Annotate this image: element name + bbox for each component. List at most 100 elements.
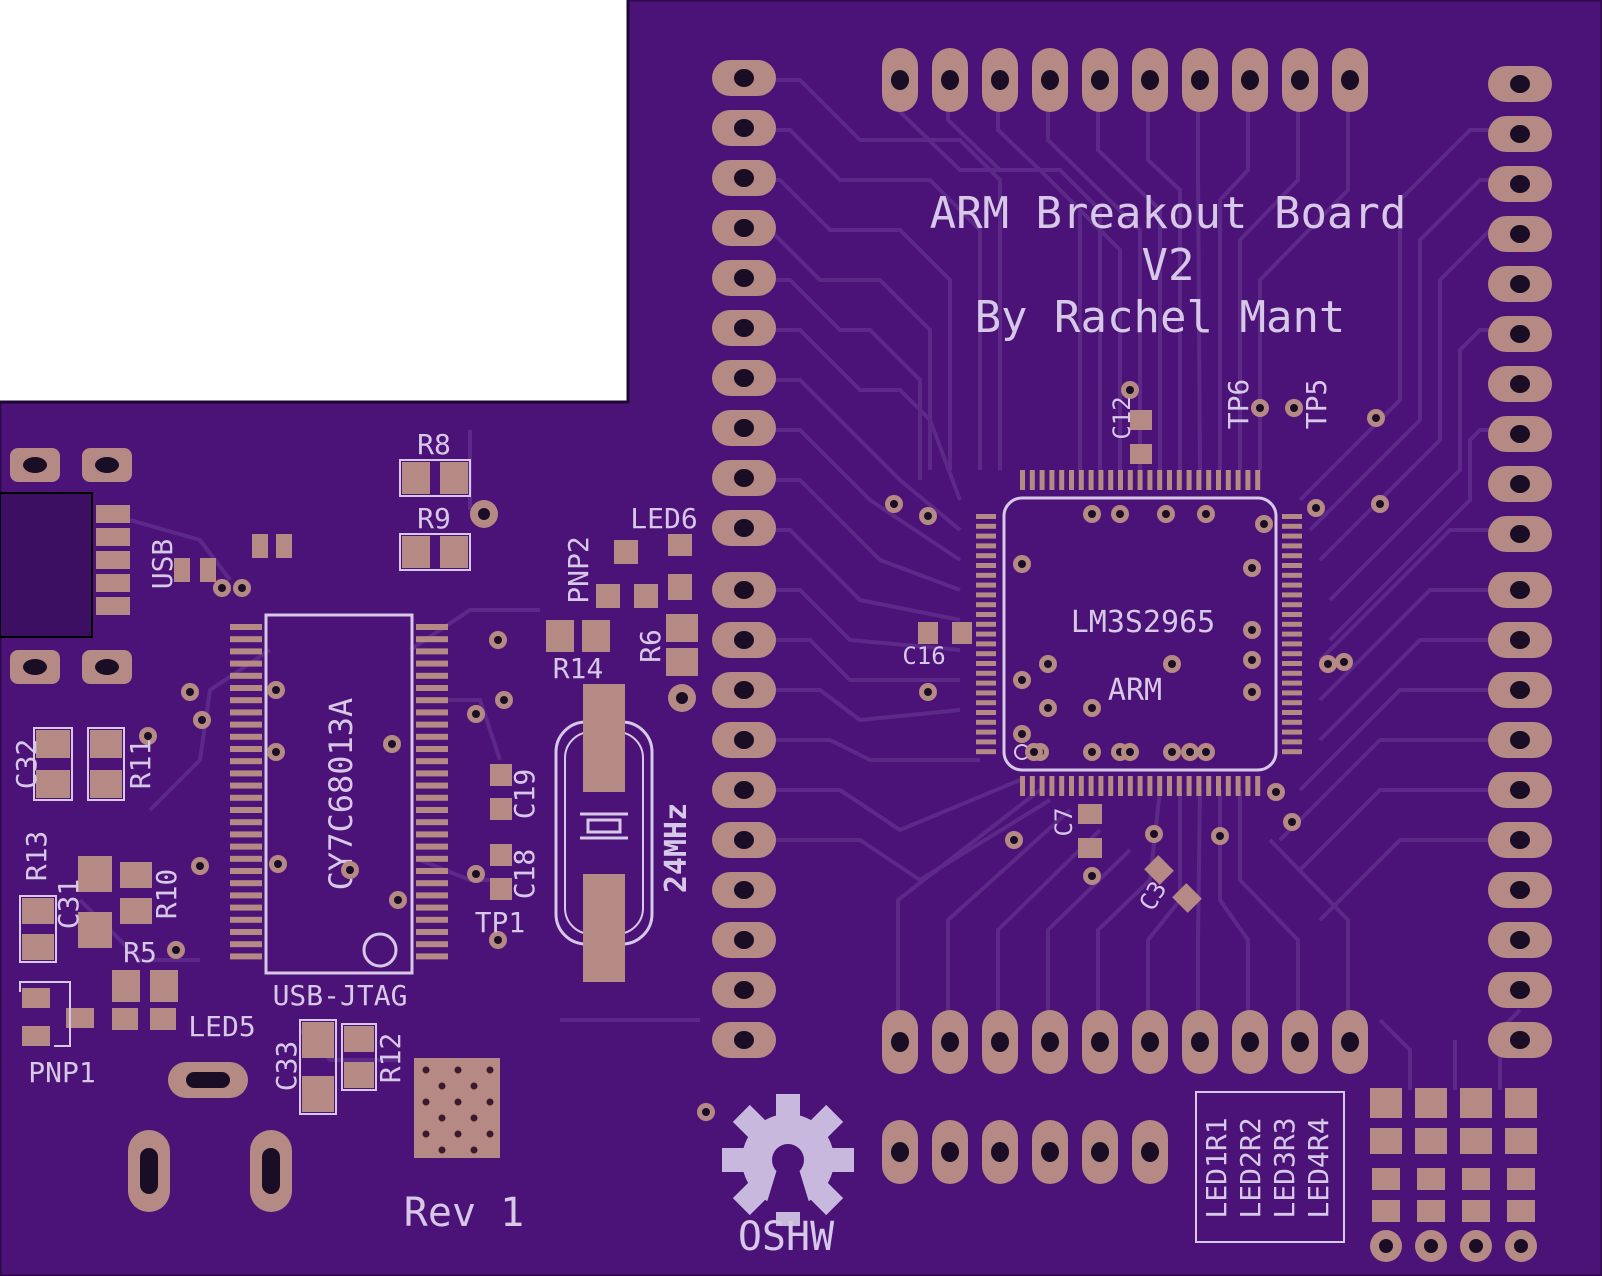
ref-c7: C7 bbox=[1050, 808, 1078, 837]
pin-drill bbox=[1510, 175, 1530, 193]
usb-chip-pad bbox=[416, 892, 448, 899]
mcu-pad bbox=[976, 719, 996, 725]
ref-r8: R8 bbox=[417, 428, 451, 461]
crystal-24mhz: 24MHz bbox=[554, 684, 694, 982]
mcu-pad bbox=[1282, 749, 1302, 755]
array-hole bbox=[454, 1098, 462, 1106]
via-drill bbox=[1018, 730, 1026, 738]
via-drill bbox=[500, 696, 508, 704]
mcu-pad bbox=[1235, 470, 1241, 490]
mcu-pad bbox=[1282, 641, 1302, 647]
via-drill bbox=[196, 862, 204, 870]
pin-drill bbox=[734, 369, 754, 387]
mcu-pad bbox=[1282, 661, 1302, 666]
mcu-pad bbox=[1118, 776, 1123, 796]
array-hole bbox=[486, 1130, 494, 1138]
pin-drill bbox=[1191, 1032, 1209, 1052]
mcu-pad bbox=[1078, 776, 1084, 796]
led-col-label: LED3R3 bbox=[1268, 1117, 1301, 1218]
via-drill bbox=[144, 732, 152, 740]
mcu-pad bbox=[1069, 776, 1074, 796]
smd-components bbox=[22, 410, 1537, 1222]
via-drill bbox=[272, 686, 280, 694]
via-drill bbox=[1126, 386, 1134, 394]
pin-drill bbox=[1291, 70, 1309, 90]
title-line-3: By Rachel Mant bbox=[975, 292, 1346, 343]
via-drill bbox=[1312, 504, 1320, 512]
via-drill bbox=[924, 688, 932, 696]
via-drill bbox=[1044, 660, 1052, 668]
mcu-pad bbox=[1059, 470, 1065, 490]
mcu-pad bbox=[1282, 523, 1302, 529]
mcu-pad bbox=[976, 680, 996, 686]
pin-drill bbox=[1510, 275, 1530, 293]
mcu-pad bbox=[1167, 776, 1172, 796]
usb-chip-pad bbox=[416, 782, 448, 789]
mcu-pad bbox=[976, 690, 996, 696]
mcu-pad bbox=[1282, 729, 1302, 735]
usb-chip-pad bbox=[416, 831, 448, 838]
mcu-pad bbox=[1206, 776, 1212, 796]
pin-drill bbox=[1510, 731, 1530, 749]
ref-r5: R5 bbox=[123, 936, 157, 969]
mcu-pad bbox=[1137, 776, 1143, 796]
pin-drill bbox=[734, 269, 754, 287]
pin-drill bbox=[734, 419, 754, 437]
mcu-pad bbox=[1282, 543, 1302, 549]
via-drill bbox=[1030, 748, 1038, 756]
mcu-pad bbox=[1127, 776, 1133, 796]
ref-led5: LED5 bbox=[188, 1010, 255, 1043]
mcu-pad bbox=[1282, 602, 1302, 608]
pin-drill bbox=[1291, 1032, 1309, 1052]
via-drill bbox=[1088, 510, 1096, 518]
usb-chip-pad bbox=[416, 953, 448, 960]
ref-r6: R6 bbox=[634, 629, 667, 663]
usb-chip-pad bbox=[416, 733, 448, 740]
pin-drill bbox=[734, 469, 754, 487]
board-title: ARM Breakout Board V2 By Rachel Mant bbox=[930, 188, 1407, 343]
pin-drill bbox=[734, 581, 754, 599]
pin-drill bbox=[1510, 881, 1530, 899]
mcu-pad bbox=[976, 670, 996, 676]
ref-c33: C33 bbox=[270, 1041, 303, 1092]
via-drill bbox=[1340, 658, 1348, 666]
usb-connector: USB bbox=[0, 448, 179, 684]
mcu-pad bbox=[1049, 776, 1055, 796]
mcu-pad bbox=[976, 612, 996, 617]
usb-chip-pad bbox=[230, 892, 262, 899]
via-layer bbox=[139, 381, 1389, 1121]
reference-designators: R8 R9 LED6 PNP2 R14 R6 C32 R11 R13 C31 R… bbox=[10, 379, 1333, 1092]
via-drill bbox=[1372, 414, 1380, 422]
pin-drill bbox=[1510, 225, 1530, 243]
pin-drill bbox=[1510, 375, 1530, 393]
mcu-part-label: LM3S2965 bbox=[1071, 605, 1216, 640]
pin-drill bbox=[734, 319, 754, 337]
usb-chip-pad bbox=[416, 819, 448, 826]
usb-chip-pad bbox=[416, 685, 448, 691]
mcu-pad bbox=[1255, 776, 1261, 796]
mcu-pad bbox=[1282, 631, 1302, 637]
ref-tp5: TP5 bbox=[1300, 379, 1333, 430]
mcu-pad bbox=[1049, 470, 1055, 490]
usb-chip-pad bbox=[230, 685, 262, 691]
array-hole bbox=[470, 1114, 478, 1122]
usb-chip-pad bbox=[416, 855, 448, 862]
usb-chip-pad bbox=[416, 758, 448, 765]
led-col-label: LED4R4 bbox=[1302, 1117, 1335, 1218]
usb-chip-pad bbox=[230, 843, 262, 850]
mcu-pad bbox=[1039, 776, 1045, 796]
mcu-pad bbox=[1176, 470, 1182, 490]
mcu-pad bbox=[1282, 612, 1302, 617]
array-hole bbox=[486, 1098, 494, 1106]
ref-tp6: TP6 bbox=[1222, 379, 1255, 430]
usb-chip-pad bbox=[416, 807, 448, 813]
usb-chip-pad bbox=[230, 624, 262, 630]
pin-drill bbox=[734, 69, 754, 87]
ref-r11: R11 bbox=[124, 739, 157, 790]
round-pad-drill bbox=[676, 692, 688, 704]
mcu-pad bbox=[976, 553, 996, 559]
pin-drill bbox=[1510, 475, 1530, 493]
mcu-pad bbox=[1118, 470, 1123, 490]
mcu-pad bbox=[976, 582, 996, 588]
usb-chip-pad bbox=[230, 868, 262, 874]
